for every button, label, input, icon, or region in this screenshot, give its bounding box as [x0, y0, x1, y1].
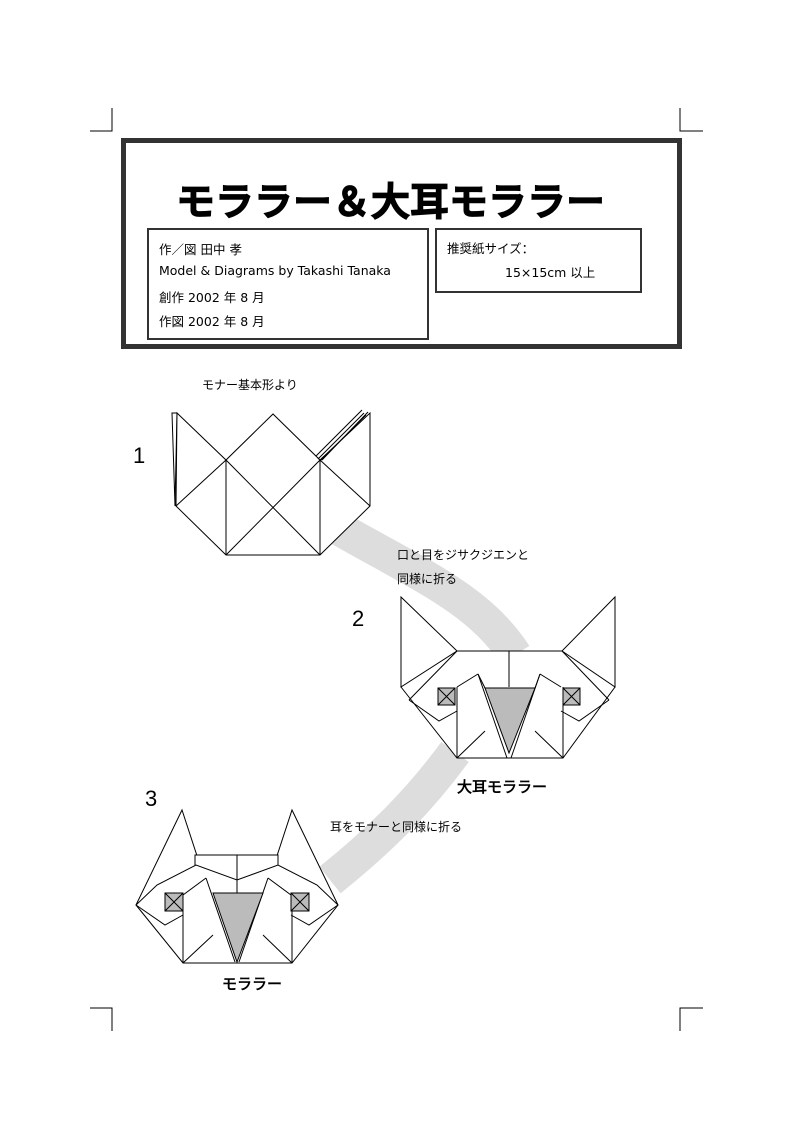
crop-marks — [90, 108, 703, 1031]
paper-size-box: 推奨紙サイズ： 15×15cm 以上 — [435, 228, 642, 293]
eye-left — [437, 687, 456, 706]
author-en: Model & Diagrams by Takashi Tanaka — [159, 263, 391, 278]
step3-number: 3 — [145, 786, 158, 811]
step3-diagram — [135, 808, 339, 964]
credits-box: 作／図 田中 孝 Model & Diagrams by Takashi Tan… — [147, 228, 429, 340]
page-title: モララー＆大耳モララー — [176, 179, 606, 225]
created-date: 創作 2002 年 8 月 — [159, 290, 265, 305]
step1-diagram — [171, 409, 371, 556]
eye-left — [164, 892, 184, 912]
arrow-band-1-2 — [329, 513, 530, 665]
step1-number: 1 — [133, 443, 146, 468]
paper-size-label: 推奨紙サイズ： — [447, 241, 535, 256]
eye-right — [562, 687, 581, 706]
step2-number: 2 — [352, 606, 365, 631]
title-frame: モララー＆大耳モララー 作／図 田中 孝 Model & Diagrams by… — [121, 138, 682, 349]
step2-note-line2: 同様に折る — [397, 572, 458, 586]
step1-note: モナー基本形より — [202, 378, 298, 392]
step2-note-line1: 口と目をジサクジエンと — [397, 548, 530, 562]
step3-caption: モララー — [222, 975, 283, 993]
step2-diagram — [400, 595, 616, 759]
arrow-band-2-3 — [319, 741, 469, 894]
step2-caption: 大耳モララー — [457, 778, 548, 796]
author-jp: 作／図 田中 孝 — [159, 242, 242, 257]
eye-right — [290, 892, 310, 912]
step3-note: 耳をモナーと同様に折る — [330, 820, 463, 834]
paper-size-value: 15×15cm 以上 — [505, 265, 596, 280]
diagrammed-date: 作図 2002 年 8 月 — [159, 314, 265, 329]
